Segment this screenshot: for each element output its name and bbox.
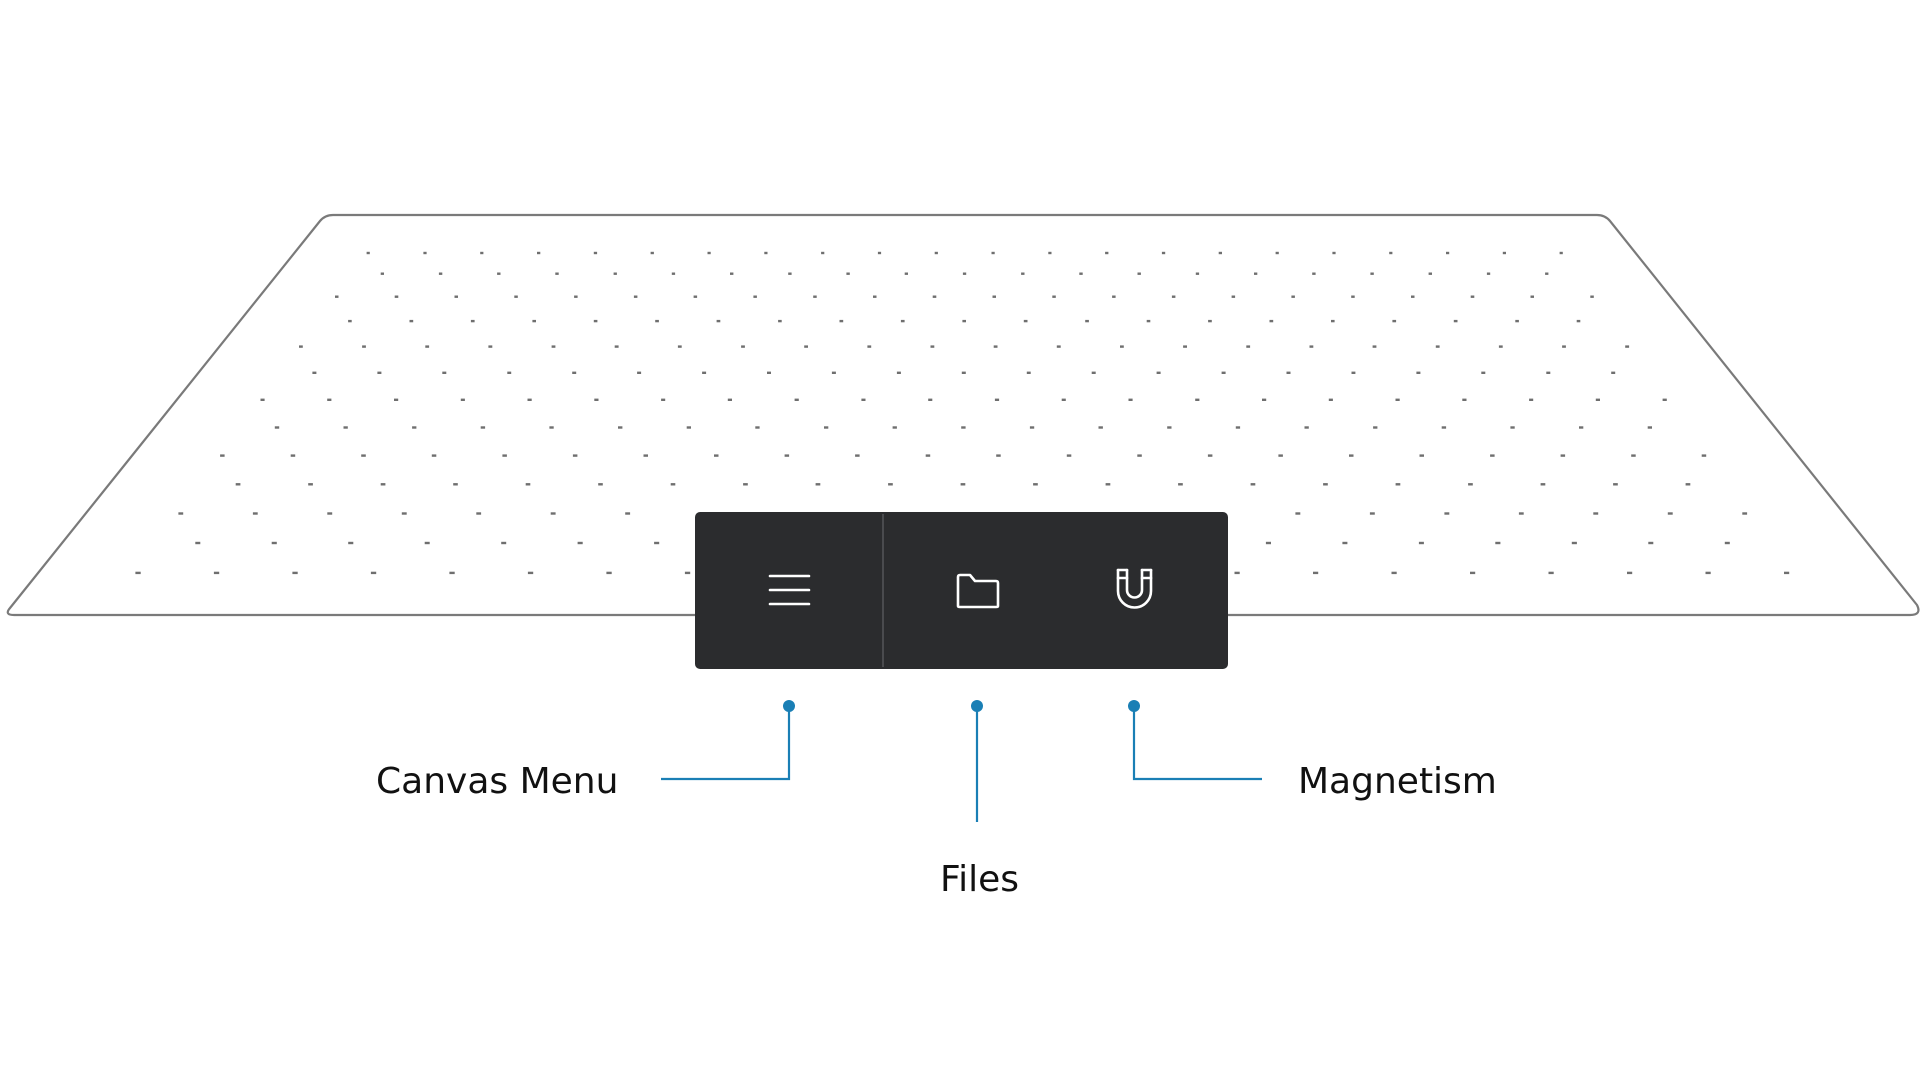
callout-canvas-menu: Canvas Menu	[376, 700, 795, 802]
callout-magnetism: Magnetism	[1128, 700, 1497, 802]
callout-magnetism-leader	[1132, 706, 1262, 781]
magnet-icon	[1116, 568, 1153, 609]
toolbar-background	[695, 512, 1228, 669]
magnetism-button[interactable]	[1062, 514, 1226, 667]
canvas-surface	[6, 213, 1920, 617]
canvas-outline	[6, 213, 1920, 617]
files-button[interactable]	[885, 514, 1060, 667]
callout-magnetism-label: Magnetism	[1298, 761, 1497, 802]
dot-grid	[135, 251, 1790, 575]
callout-canvas-menu-label: Canvas Menu	[376, 761, 618, 802]
toolbar	[695, 512, 1228, 669]
callout-canvas-menu-leader	[661, 706, 791, 781]
folder-icon	[956, 573, 1000, 609]
callout-files: Files	[940, 700, 1019, 900]
hamburger-menu-icon	[768, 574, 811, 606]
canvas-menu-button[interactable]	[697, 514, 881, 667]
callout-files-label: Files	[940, 859, 1019, 900]
